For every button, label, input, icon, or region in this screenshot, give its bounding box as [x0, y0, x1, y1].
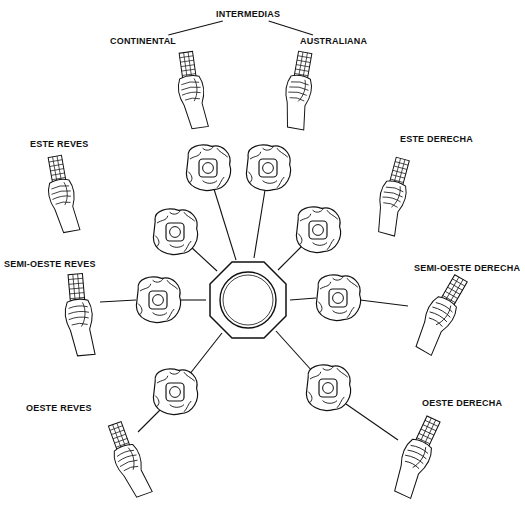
grip-name: OESTE REVES [26, 403, 92, 414]
grip-name: ESTE DERECHA [400, 134, 473, 145]
grip-label: ESTE DERECHA [398, 133, 475, 146]
grip-name: OESTE DERECHA [422, 398, 502, 409]
grip-label: OESTE DERECHA [420, 397, 504, 410]
handle-octagon [210, 262, 286, 338]
grip-name: SEMI-OESTE DERECHA [414, 263, 520, 274]
connector-line [168, 21, 222, 35]
grip-name: ESTE REVES [30, 139, 89, 150]
grip-name: INTERMEDIAS [216, 9, 280, 20]
grip-label: OESTE REVES [24, 402, 94, 415]
grip-name: SEMI-OESTE REVES [4, 259, 96, 270]
grip-label: SEMI-OESTE DERECHA [412, 262, 522, 275]
spoke-lines [100, 189, 408, 440]
grip-name: CONTINENTAL [110, 36, 176, 47]
grip-label: AUSTRALIANA [298, 35, 369, 48]
grip-name: AUSTRALIANA [300, 36, 367, 47]
grip-hand [42, 50, 472, 500]
grip-label: CONTINENTAL [108, 35, 178, 48]
grip-fist [136, 145, 360, 414]
grip-label: INTERMEDIAS [214, 8, 282, 21]
connector-line [269, 21, 313, 35]
grip-label: SEMI-OESTE REVES [2, 258, 98, 271]
grip-label: ESTE REVES [28, 138, 91, 151]
